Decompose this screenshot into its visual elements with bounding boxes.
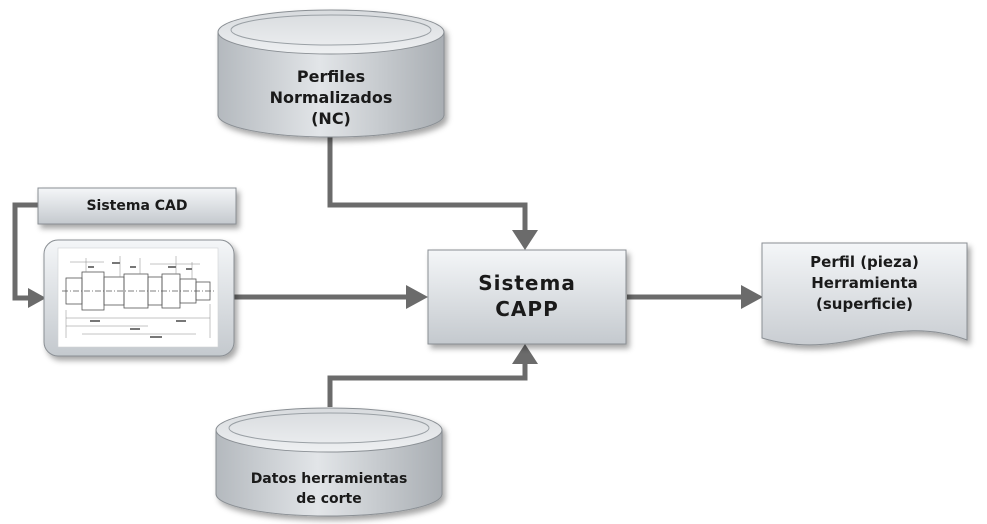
arrow-cad-to-drawing xyxy=(12,202,38,301)
shaft-drawing-image xyxy=(57,247,219,348)
arrowhead-up xyxy=(512,344,538,364)
perfiles-label-line-3: (NC) xyxy=(311,109,351,128)
sistema-capp-label: Sistema CAPP xyxy=(428,270,626,322)
output-document-label: Perfil (pieza) Herramienta (superficie) xyxy=(762,252,967,315)
sistema-cad-label: Sistema CAD xyxy=(38,198,236,215)
capp-label-line-1: Sistema xyxy=(478,271,576,295)
datos-label-line-1: Datos herramientas xyxy=(250,471,408,487)
perfiles-database-label: Perfiles Normalizados (NC) xyxy=(218,66,444,129)
sistema-cad-text: Sistema CAD xyxy=(86,198,188,214)
connectors xyxy=(12,137,745,407)
arrowhead-right-drawing xyxy=(28,288,46,308)
datos-database xyxy=(215,407,443,517)
arrowheads xyxy=(28,230,763,364)
arrowhead-down xyxy=(512,230,538,250)
output-label-line-3: (superficie) xyxy=(816,295,913,313)
capp-label-line-2: CAPP xyxy=(495,297,559,321)
output-label-line-2: Herramienta xyxy=(811,274,918,292)
arrow-datos-to-capp xyxy=(327,360,528,407)
datos-label-line-2: de corte xyxy=(296,491,362,507)
arrow-perfiles-to-capp xyxy=(327,137,528,232)
arrowhead-right-capp xyxy=(406,285,428,309)
output-label-line-1: Perfil (pieza) xyxy=(810,253,919,271)
arrowhead-right-output xyxy=(741,285,763,309)
perfiles-database xyxy=(217,9,445,138)
perfiles-label-line-1: Perfiles xyxy=(296,67,366,86)
output-document xyxy=(761,242,968,346)
sistema-cad-box xyxy=(37,187,237,225)
perfiles-label-line-2: Normalizados xyxy=(269,88,393,107)
sistema-capp-box xyxy=(427,249,627,345)
datos-database-label: Datos herramientas de corte xyxy=(216,469,442,509)
